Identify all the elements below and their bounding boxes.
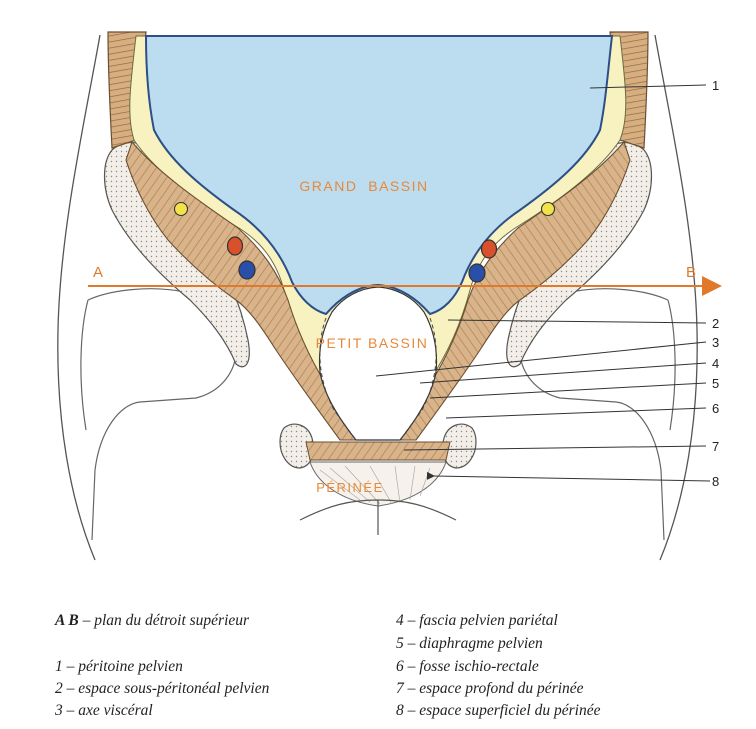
callout-7: 7 [712, 439, 719, 454]
label-perinee: PÉRINÉE [316, 480, 384, 495]
legend-item-7: 7 – espace profond du périnée [396, 680, 584, 698]
callout-1: 1 [712, 78, 719, 93]
callout-3: 3 [712, 335, 719, 350]
callout-2: 2 [712, 316, 719, 331]
callout-6: 6 [712, 401, 719, 416]
right-nerve [542, 203, 555, 216]
label-petit-bassin: PETIT BASSIN [316, 335, 429, 351]
legend-item-1: 1 – péritoine pelvien [55, 658, 183, 676]
legend-ab-text: – plan du détroit supérieur [79, 612, 249, 629]
legend-ab-key: A B [55, 612, 79, 629]
callout-5: 5 [712, 376, 719, 391]
perineum-bottom [300, 500, 456, 535]
callout-8: 8 [712, 474, 719, 489]
legend-item-6: 6 – fosse ischio-rectale [396, 658, 539, 676]
left-nerve [175, 203, 188, 216]
legend-item-4: 4 – fascia pelvien pariétal [396, 612, 558, 630]
legend-item-8: 8 – espace superficiel du périnée [396, 702, 600, 720]
right-artery [482, 240, 497, 258]
label-grand-bassin: GRAND BASSIN [299, 178, 428, 194]
right-vein [469, 264, 485, 282]
legend-item-5: 5 – diaphragme pelvien [396, 635, 543, 653]
left-vein [239, 261, 255, 279]
callout-4: 4 [712, 356, 719, 371]
legend-ab: A B – plan du détroit supérieur [55, 612, 249, 630]
legend-item-2: 2 – espace sous-péritonéal pelvien [55, 680, 269, 698]
plane-label-a: A [93, 264, 103, 281]
plane-label-b: B [686, 264, 696, 281]
left-artery [228, 237, 243, 255]
legend-item-3: 3 – axe viscéral [55, 702, 153, 720]
legend: A B – plan du détroit supérieur 1 – péri… [0, 600, 756, 729]
deep-perineal-space [306, 442, 450, 460]
